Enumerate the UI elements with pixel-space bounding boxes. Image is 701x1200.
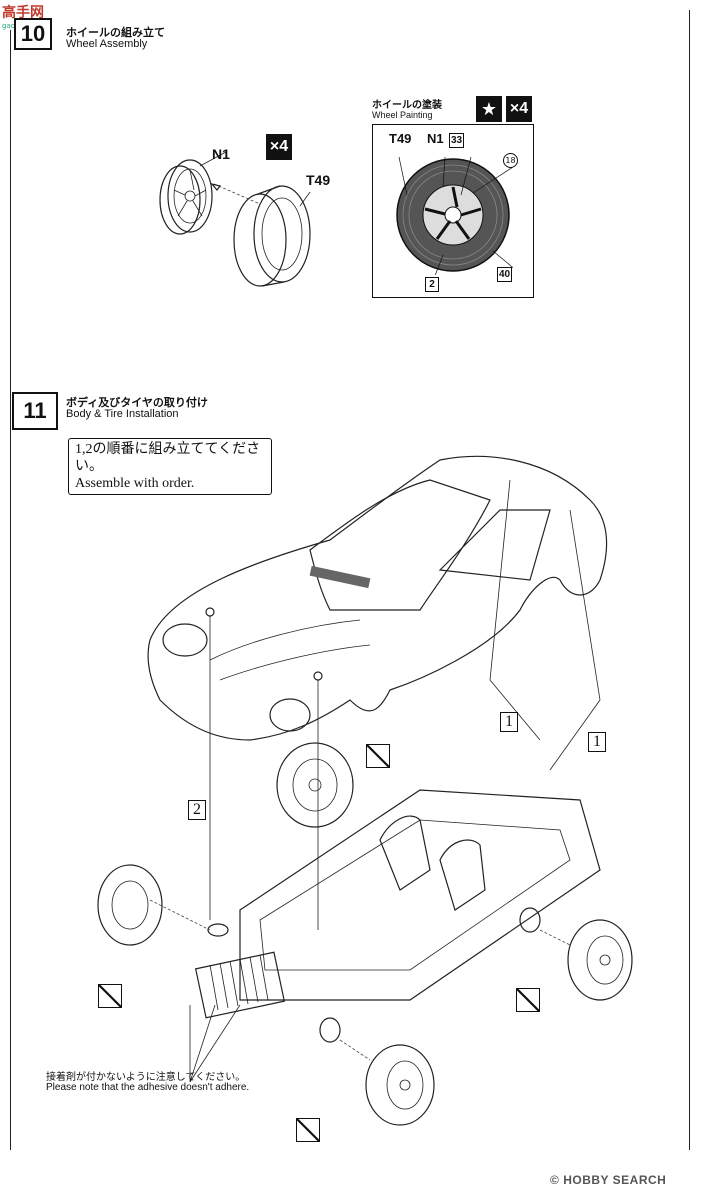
wheel-assembly-drawing bbox=[159, 151, 311, 287]
color-code-40: 40 bbox=[497, 267, 512, 282]
painting-quantity-badge: ×4 bbox=[506, 96, 532, 122]
no-glue-icon bbox=[516, 988, 540, 1012]
left-border bbox=[10, 30, 11, 1150]
step-10-title-en: Wheel Assembly bbox=[66, 38, 148, 50]
front-left-wheel-drawing bbox=[97, 864, 163, 946]
step-10-number: 10 bbox=[14, 18, 52, 50]
color-code-18: 18 bbox=[503, 153, 518, 168]
color-code-2: 2 bbox=[425, 277, 439, 292]
chassis-drawing bbox=[194, 789, 601, 1043]
caution-text-jp: 接着剤が付かないように注意してください。 bbox=[46, 1072, 246, 1083]
right-border bbox=[689, 10, 690, 1150]
car-body-drawing bbox=[147, 455, 608, 741]
painted-wheel-drawing bbox=[396, 156, 513, 275]
step-10-title-jp: ホイールの組み立て bbox=[66, 26, 165, 39]
watermark-hobby-search: © HOBBY SEARCH bbox=[550, 1173, 667, 1187]
step-11-title-en: Body & Tire Installation bbox=[66, 408, 179, 420]
tire-t49-drawing bbox=[233, 185, 311, 287]
no-glue-icon bbox=[98, 984, 122, 1008]
painting-label-n1: N1 bbox=[427, 131, 444, 146]
assembly-order-note: 1,2の順番に組み立ててください。 Assemble with order. bbox=[68, 438, 272, 495]
color-code-33: 33 bbox=[449, 133, 464, 148]
painting-title-jp: ホイールの塗装 bbox=[372, 100, 442, 111]
step-11-number: 11 bbox=[12, 392, 58, 430]
wheel-n1-drawing bbox=[159, 159, 213, 235]
rear-right-wheel-drawing bbox=[567, 919, 633, 1001]
rear-left-wheel-drawing bbox=[365, 1044, 435, 1126]
caution-text-en: Please note that the adhesive doesn't ad… bbox=[46, 1082, 250, 1093]
order-label-1a: 1 bbox=[500, 712, 518, 732]
part-label-n1: N1 bbox=[212, 146, 230, 162]
car-assembly-drawing bbox=[97, 455, 633, 1126]
no-glue-icon bbox=[296, 1118, 320, 1142]
order-label-2: 2 bbox=[188, 800, 206, 820]
front-wheel-top-drawing bbox=[276, 742, 354, 828]
no-glue-icon bbox=[366, 744, 390, 768]
part-label-t49: T49 bbox=[306, 172, 331, 188]
step-11-title-jp: ボディ及びタイヤの取り付け bbox=[66, 396, 208, 409]
painting-title-en: Wheel Painting bbox=[372, 110, 433, 120]
painting-box: T49 N1 33 18 40 2 bbox=[372, 124, 534, 298]
painting-label-t49: T49 bbox=[389, 131, 412, 146]
order-label-1b: 1 bbox=[588, 732, 606, 752]
star-icon: ★ bbox=[476, 96, 502, 122]
quantity-badge: ×4 bbox=[266, 134, 292, 160]
